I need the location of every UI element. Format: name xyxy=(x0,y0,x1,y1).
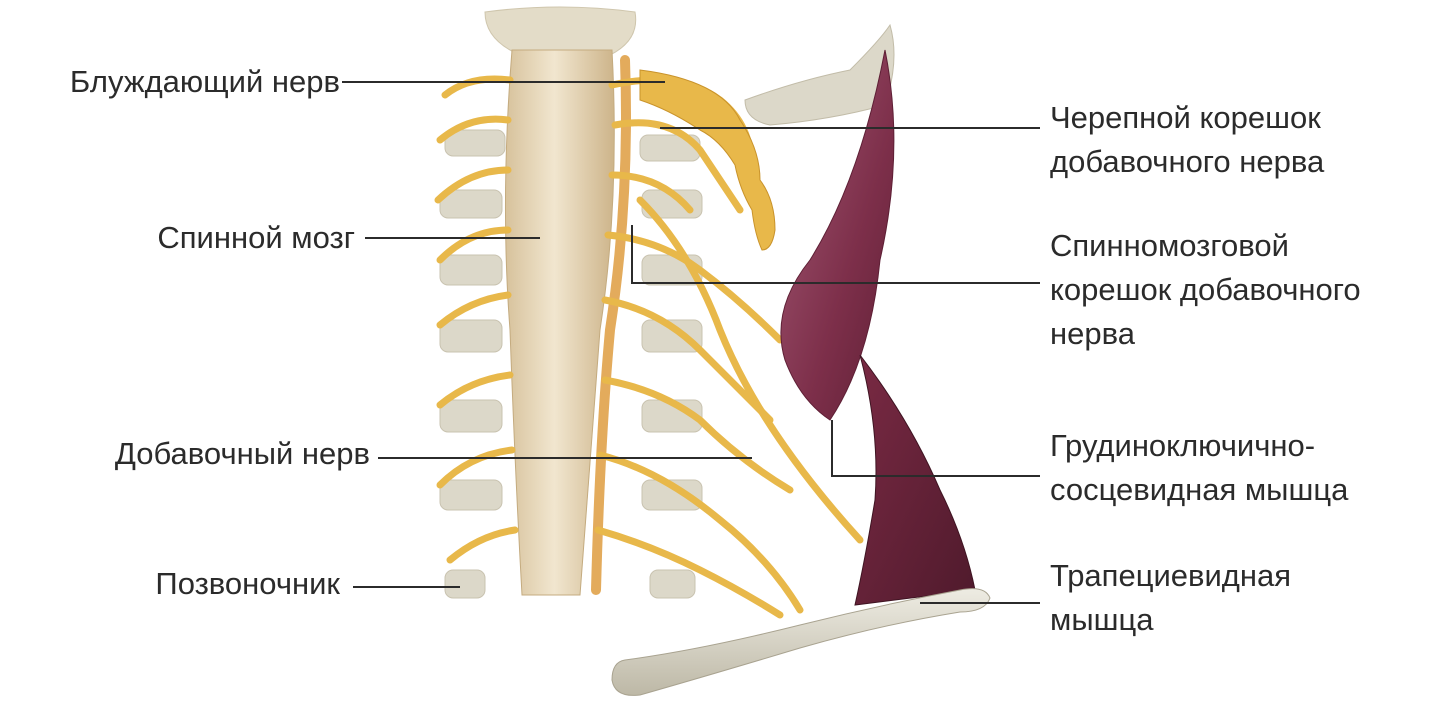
label-trapezius-line-1: Трапециевидная xyxy=(1050,554,1291,598)
clavicle-bone xyxy=(612,589,990,696)
label-accessory-nerve: Добавочный нерв xyxy=(10,432,370,476)
label-trapezius: Трапециевидная мышца xyxy=(1050,554,1291,642)
label-spinal-root-line-3: нерва xyxy=(1050,312,1361,356)
label-cranial-root: Черепной корешок добавочного нерва xyxy=(1050,96,1324,184)
label-spine: Позвоночник xyxy=(10,562,340,606)
label-sternocleidomastoid-line-1: Грудиноключично- xyxy=(1050,424,1348,468)
label-cranial-root-line-2: добавочного нерва xyxy=(1050,140,1324,184)
label-trapezius-line-2: мышца xyxy=(1050,598,1291,642)
label-vagus-nerve: Блуждающий нерв xyxy=(10,60,340,104)
label-spinal-root-line-2: корешок добавочного xyxy=(1050,268,1361,312)
label-sternocleidomastoid: Грудиноключично- сосцевидная мышца xyxy=(1050,424,1348,512)
label-sternocleidomastoid-line-2: сосцевидная мышца xyxy=(1050,468,1348,512)
trapezius-muscle xyxy=(855,355,975,605)
brainstem xyxy=(485,7,636,55)
label-cranial-root-line-1: Черепной корешок xyxy=(1050,96,1324,140)
label-spinal-cord: Спинной мозг xyxy=(10,216,355,260)
label-spinal-root: Спинномозговой корешок добавочного нерва xyxy=(1050,224,1361,356)
label-spinal-root-line-1: Спинномозговой xyxy=(1050,224,1361,268)
